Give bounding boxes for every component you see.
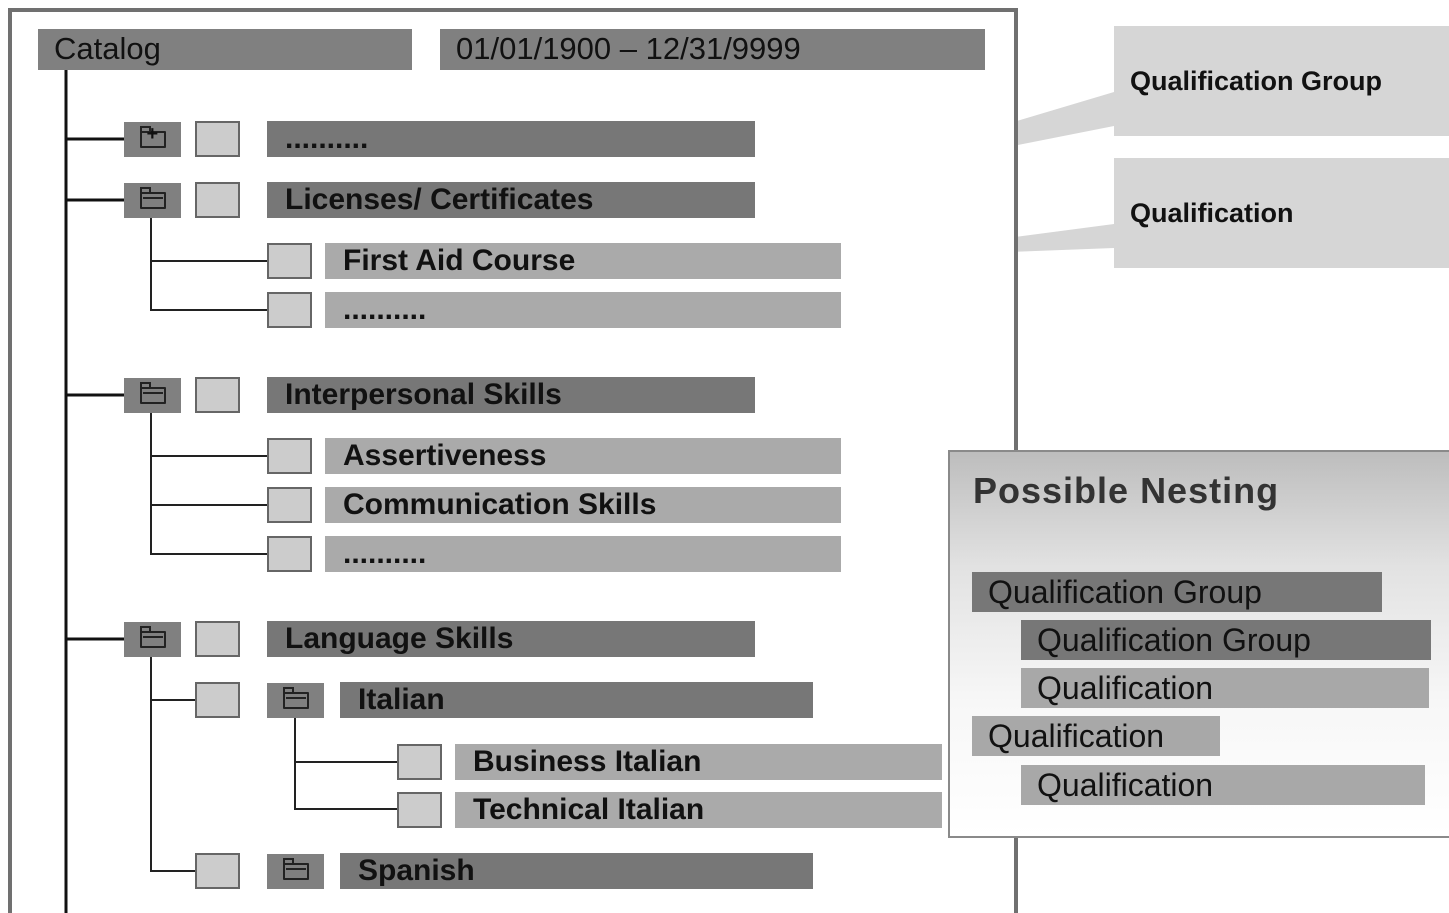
callout-qualification: Qualification bbox=[1114, 158, 1449, 268]
folder-plus-icon[interactable] bbox=[124, 122, 181, 157]
interpersonal-ellipsis: .......... bbox=[325, 536, 841, 572]
qualification-technical-italian: Technical Italian bbox=[455, 792, 942, 828]
checkbox[interactable] bbox=[267, 438, 312, 474]
checkbox[interactable] bbox=[397, 792, 442, 828]
nesting-row: Qualification bbox=[1021, 668, 1429, 708]
checkbox[interactable] bbox=[267, 243, 312, 279]
checkbox[interactable] bbox=[195, 621, 240, 657]
checkbox[interactable] bbox=[267, 536, 312, 572]
callout-qualification-group: Qualification Group bbox=[1114, 26, 1449, 136]
licenses-ellipsis: .......... bbox=[325, 292, 841, 328]
folder-icon[interactable] bbox=[124, 378, 181, 413]
checkbox[interactable] bbox=[267, 487, 312, 523]
folder-icon[interactable] bbox=[267, 683, 324, 718]
nesting-row: Qualification bbox=[1021, 765, 1425, 805]
callout-qualification-label: Qualification bbox=[1130, 197, 1294, 228]
nesting-row: Qualification Group bbox=[972, 572, 1382, 612]
group-licenses: Licenses/ Certificates bbox=[267, 182, 755, 218]
group-ellipsis: .......... bbox=[267, 121, 755, 157]
folder-icon[interactable] bbox=[124, 622, 181, 657]
qualification-first-aid: First Aid Course bbox=[325, 243, 841, 279]
qualification-communication: Communication Skills bbox=[325, 487, 841, 523]
group-interpersonal: Interpersonal Skills bbox=[267, 377, 755, 413]
nesting-title: Possible Nesting bbox=[973, 470, 1280, 511]
nesting-row: Qualification Group bbox=[1021, 620, 1431, 660]
checkbox[interactable] bbox=[397, 744, 442, 780]
checkbox[interactable] bbox=[267, 292, 312, 328]
folder-icon[interactable] bbox=[267, 854, 324, 889]
checkbox[interactable] bbox=[195, 182, 240, 218]
nesting-row: Qualification bbox=[972, 716, 1220, 756]
catalog-title: Catalog bbox=[38, 29, 412, 70]
checkbox[interactable] bbox=[195, 853, 240, 889]
qualification-business-italian: Business Italian bbox=[455, 744, 942, 780]
checkbox[interactable] bbox=[195, 682, 240, 718]
checkbox[interactable] bbox=[195, 377, 240, 413]
group-language: Language Skills bbox=[267, 621, 755, 657]
checkbox[interactable] bbox=[195, 121, 240, 157]
callout-group-label: Qualification Group bbox=[1130, 65, 1383, 96]
folder-icon[interactable] bbox=[124, 183, 181, 218]
catalog-validity: 01/01/1900 – 12/31/9999 bbox=[440, 29, 985, 70]
qualification-assertiveness: Assertiveness bbox=[325, 438, 841, 474]
group-spanish: Spanish bbox=[340, 853, 813, 889]
group-italian: Italian bbox=[340, 682, 813, 718]
